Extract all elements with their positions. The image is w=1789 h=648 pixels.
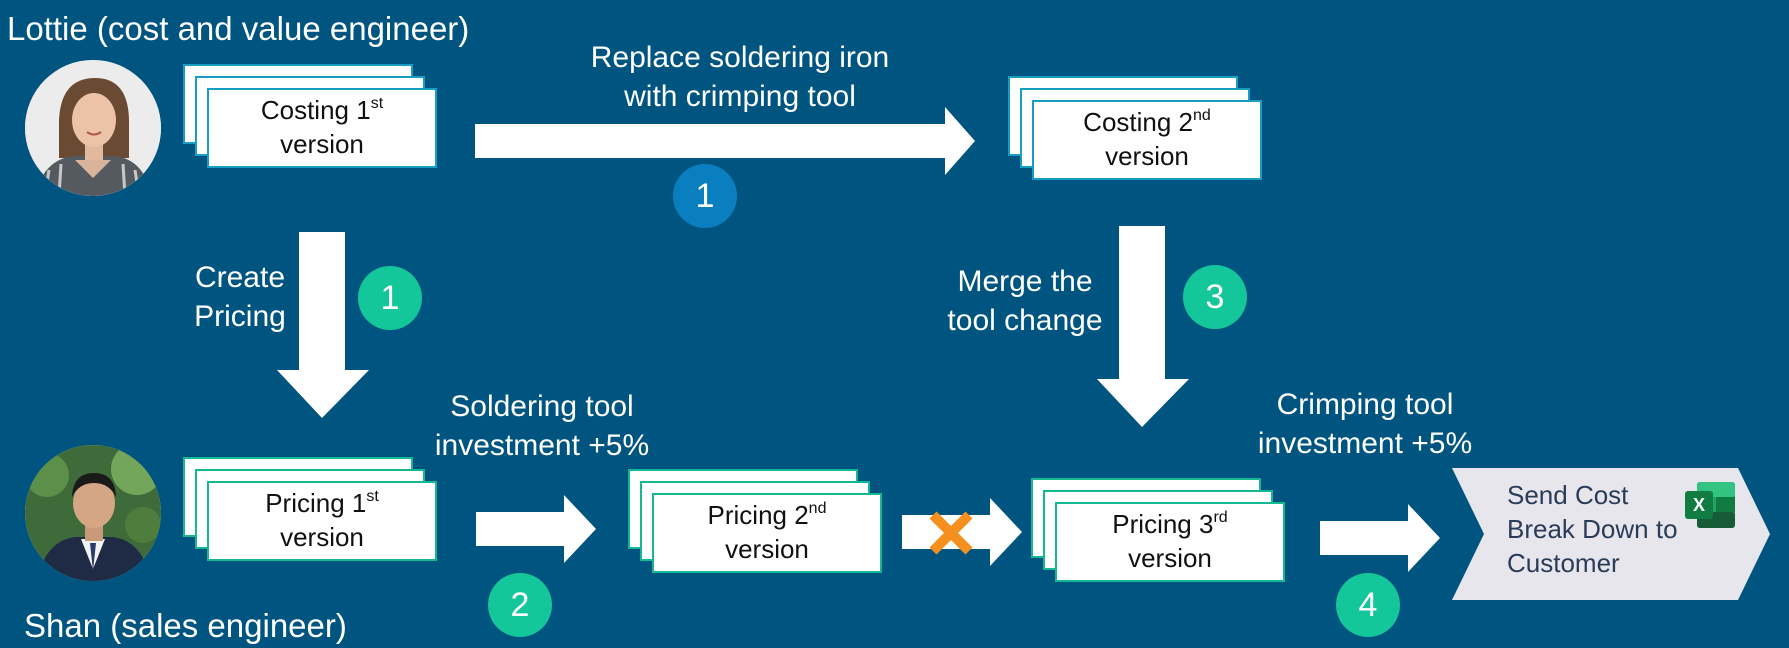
costing-v2-stack: Costing 2nd version bbox=[1008, 76, 1264, 180]
pricing-v2-stack: Pricing 2nd version bbox=[628, 469, 884, 573]
doc-subtitle: version bbox=[1128, 543, 1212, 573]
label-line: Create bbox=[194, 261, 286, 294]
doc-title: Pricing 2 bbox=[707, 500, 809, 531]
doc-subtitle: version bbox=[725, 534, 809, 564]
create-pricing-arrow bbox=[277, 232, 369, 418]
chevron-line: Send Cost bbox=[1507, 480, 1629, 510]
soldering-label: Soldering tool investment +5% bbox=[412, 387, 672, 465]
label-line: Pricing bbox=[194, 300, 286, 333]
chevron-line: Break Down to bbox=[1507, 513, 1678, 544]
excel-icon: X bbox=[1685, 482, 1735, 528]
label-line: investment +5% bbox=[1257, 427, 1473, 460]
doc-ordinal: nd bbox=[808, 499, 827, 517]
x-mark-icon bbox=[929, 511, 973, 555]
pricing-v3-stack: Pricing 3rd version bbox=[1031, 478, 1287, 582]
doc-subtitle: version bbox=[280, 129, 364, 159]
doc-ordinal: st bbox=[370, 94, 384, 112]
step-badge: 4 bbox=[1336, 573, 1400, 637]
label-line: with crimping tool bbox=[624, 80, 856, 113]
lottie-name: Lottie (cost and value engineer) bbox=[7, 10, 470, 47]
costing-v1-card: Costing 1st version bbox=[207, 88, 437, 168]
label-line: Crimping tool bbox=[1276, 388, 1454, 421]
excel-letter: X bbox=[1693, 495, 1705, 515]
costing-v1-stack: Costing 1st version bbox=[183, 64, 439, 168]
crimping-label: Crimping tool investment +5% bbox=[1235, 385, 1495, 463]
doc-title: Costing 2 bbox=[1083, 107, 1194, 138]
woman-portrait-icon bbox=[25, 60, 161, 196]
costing-v2-card: Costing 2nd version bbox=[1032, 100, 1262, 180]
doc-subtitle: version bbox=[1105, 141, 1189, 171]
pricing-v2-card: Pricing 2nd version bbox=[652, 493, 882, 573]
label-line: tool change bbox=[947, 304, 1103, 337]
doc-ordinal: st bbox=[366, 487, 379, 505]
label-line: investment +5% bbox=[434, 429, 650, 462]
step-badge: 1 bbox=[358, 266, 422, 330]
step-badge: 1 bbox=[673, 164, 737, 228]
merge-arrow bbox=[1097, 226, 1189, 427]
man-portrait-icon bbox=[25, 445, 161, 581]
soldering-arrow bbox=[476, 495, 596, 563]
doc-title: Pricing 3 bbox=[1112, 509, 1214, 540]
pricing-v1-card: Pricing 1st version bbox=[207, 481, 437, 561]
doc-ordinal: nd bbox=[1193, 106, 1211, 124]
chevron-line: Customer bbox=[1507, 547, 1620, 578]
label-line: Merge the bbox=[957, 265, 1093, 298]
send-cost-breakdown-text: Send Cost Break Down to Customer bbox=[1507, 479, 1678, 580]
create-pricing-label: Create Pricing bbox=[175, 258, 305, 336]
pricing-v3-card: Pricing 3rd version bbox=[1055, 502, 1285, 582]
step-badge: 2 bbox=[488, 573, 552, 637]
replace-arrow bbox=[475, 107, 975, 175]
doc-title: Pricing 1 bbox=[265, 488, 367, 519]
doc-ordinal: rd bbox=[1213, 508, 1228, 526]
doc-title: Costing 1 bbox=[260, 95, 371, 126]
merge-label: Merge the tool change bbox=[925, 262, 1125, 340]
crimping-arrow bbox=[1320, 504, 1440, 572]
pricing-v1-stack: Pricing 1st version bbox=[183, 457, 439, 561]
label-line: Replace soldering iron bbox=[590, 41, 890, 74]
step-badge: 3 bbox=[1183, 265, 1247, 329]
shan-name: Shan (sales engineer) bbox=[24, 607, 347, 644]
doc-subtitle: version bbox=[280, 522, 364, 552]
label-line: Soldering tool bbox=[450, 390, 634, 423]
replace-step-label: Replace soldering iron with crimping too… bbox=[555, 38, 925, 116]
